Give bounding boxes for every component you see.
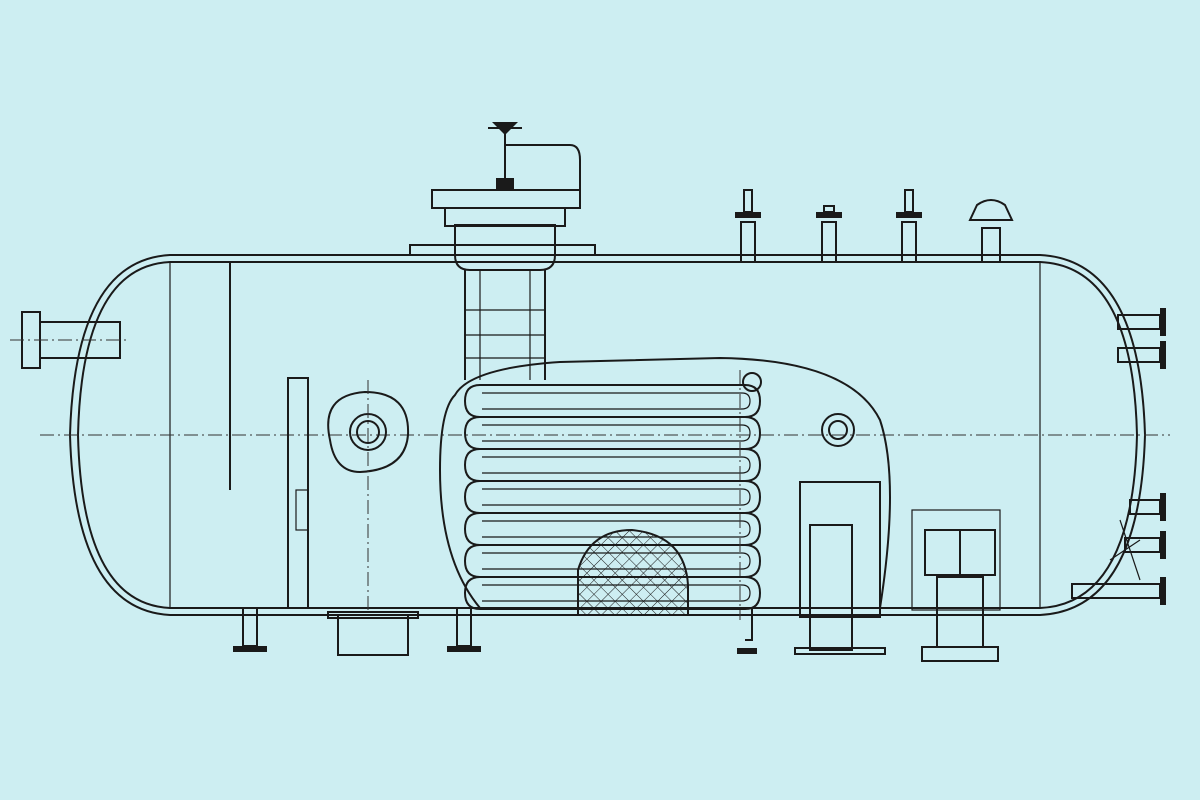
coil-loop-inner	[482, 392, 751, 410]
top-nozzles	[735, 189, 1014, 263]
bottom-nozzles	[233, 607, 757, 656]
coil-loop-inner	[482, 520, 751, 538]
inlet-nozzle-left	[10, 311, 130, 369]
coil-loop	[463, 416, 762, 450]
coil-loop-inner	[482, 552, 751, 570]
top-nozzle-3	[896, 189, 922, 263]
top-nozzle-1	[735, 189, 761, 263]
coil-loop-inner	[482, 456, 751, 474]
manhole-turret	[409, 122, 596, 380]
coil-loop	[463, 384, 762, 418]
coil-loop-inner	[482, 424, 751, 442]
outlet-sump	[911, 509, 1001, 662]
coil-loop	[463, 576, 762, 610]
coil-loop	[463, 480, 762, 514]
internal-weir-box	[794, 481, 886, 655]
sight-opening-left	[327, 380, 410, 610]
coil-loop-inner	[482, 584, 751, 602]
top-nozzle-2	[816, 205, 842, 263]
baffle-plates	[229, 262, 309, 609]
vessel-shell	[40, 254, 1170, 616]
right-head-nozzles	[1071, 308, 1166, 605]
coil-loop	[463, 448, 762, 482]
heating-coil-bundle	[438, 356, 891, 620]
coil-loop-inner	[482, 488, 751, 506]
safety-valve	[968, 199, 1014, 263]
